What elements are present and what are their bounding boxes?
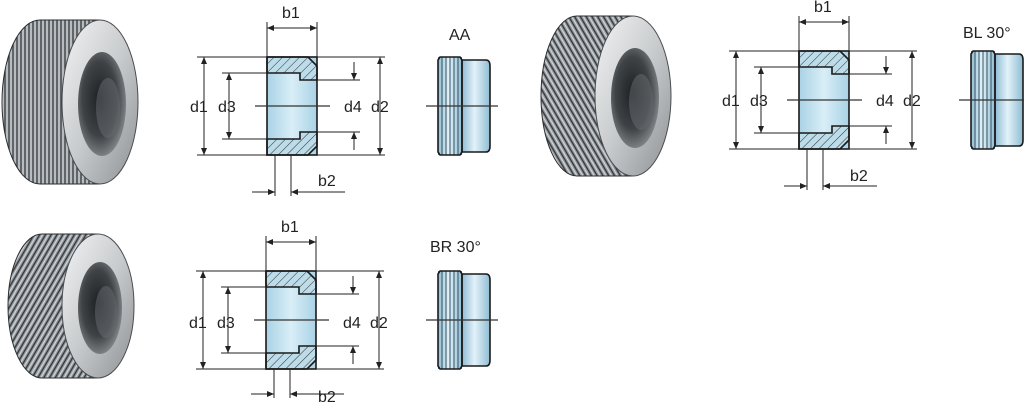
label-b1: b1 <box>814 0 832 16</box>
label-d3: d3 <box>750 93 768 110</box>
label-d4: d4 <box>876 93 894 110</box>
label-d4: d4 <box>343 315 361 332</box>
diagonal-knurl-side-view-br <box>426 270 498 370</box>
label-d1: d1 <box>189 315 207 332</box>
label-b2: b2 <box>318 173 336 190</box>
view-title-br: BR 30° <box>430 239 481 256</box>
label-b1: b1 <box>282 5 300 22</box>
view-title-aa: AA <box>449 27 471 44</box>
section-drawing-bl <box>729 16 917 190</box>
right-hand-knurl-wheel-photo <box>7 233 135 379</box>
label-d2: d2 <box>903 93 921 110</box>
view-title-bl: BL 30° <box>963 25 1011 42</box>
label-d2: d2 <box>371 99 389 116</box>
label-d2: d2 <box>370 315 388 332</box>
label-d1: d1 <box>722 93 740 110</box>
label-b2: b2 <box>318 389 336 406</box>
label-b2: b2 <box>850 168 868 185</box>
straight-knurl-wheel-photo <box>1 19 139 185</box>
label-d3: d3 <box>218 99 236 116</box>
left-hand-knurl-wheel-photo <box>540 15 672 177</box>
label-d3: d3 <box>217 315 235 332</box>
section-drawing-aa <box>197 22 385 196</box>
label-d4: d4 <box>344 99 362 116</box>
label-b1: b1 <box>281 219 299 236</box>
diagonal-knurl-side-view-bl <box>959 50 1024 150</box>
label-d1: d1 <box>190 99 208 116</box>
section-drawing-br <box>196 236 384 398</box>
straight-knurl-side-view <box>426 56 498 156</box>
